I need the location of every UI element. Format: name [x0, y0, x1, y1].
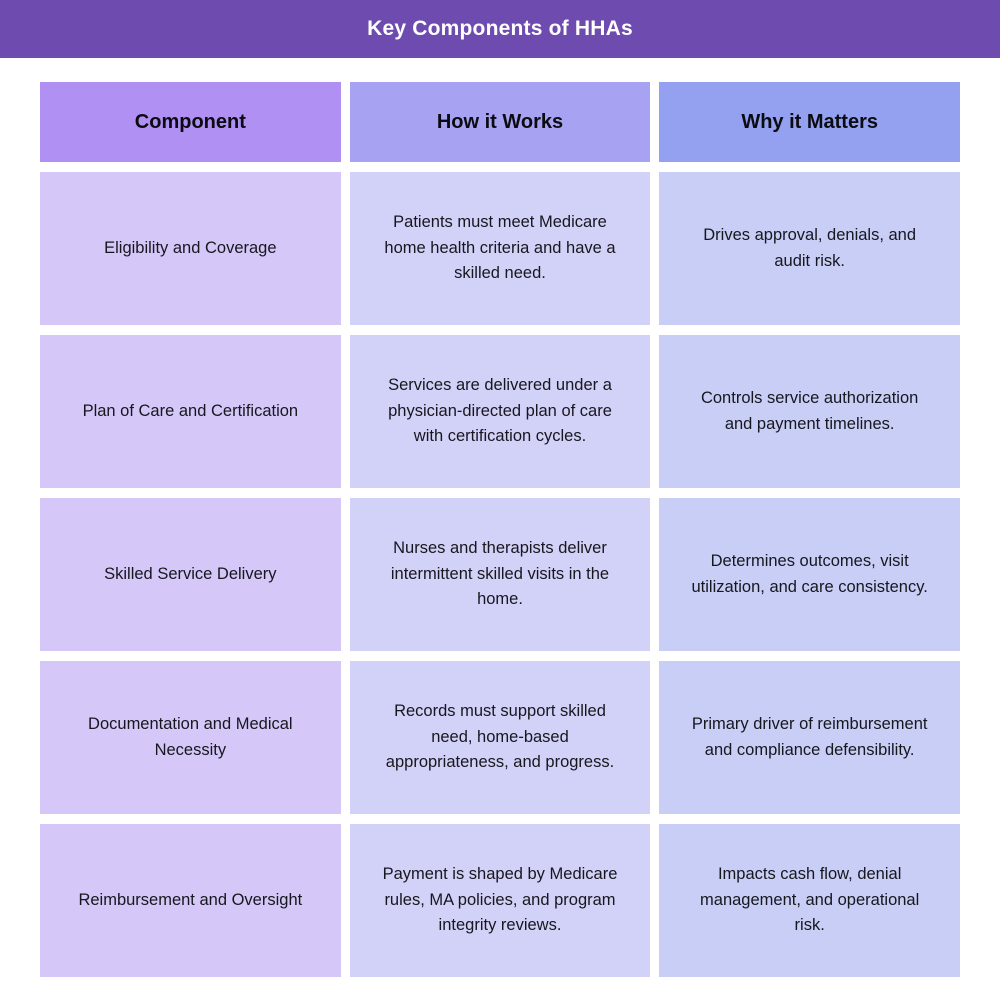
- cell-why-plan-of-care: Controls service authorization and payme…: [659, 335, 960, 488]
- cell-component-documentation: Documentation and Medical Necessity: [40, 661, 341, 814]
- column-header-why-it-matters: Why it Matters: [659, 82, 960, 162]
- cell-how-skilled-service: Nurses and therapists deliver intermitte…: [349, 498, 651, 651]
- title-bar: Key Components of HHAs: [0, 0, 1000, 58]
- cell-how-reimbursement: Payment is shaped by Medicare rules, MA …: [349, 824, 651, 977]
- column-header-how-it-works: How it Works: [349, 82, 651, 162]
- cell-why-documentation: Primary driver of reimbursement and comp…: [659, 661, 960, 814]
- cell-why-eligibility: Drives approval, denials, and audit risk…: [659, 172, 960, 325]
- cell-component-skilled-service: Skilled Service Delivery: [40, 498, 341, 651]
- cell-how-plan-of-care: Services are delivered under a physician…: [349, 335, 651, 488]
- cell-why-skilled-service: Determines outcomes, visit utilization, …: [659, 498, 960, 651]
- cell-why-reimbursement: Impacts cash flow, denial management, an…: [659, 824, 960, 977]
- page-title: Key Components of HHAs: [367, 17, 633, 40]
- cell-component-reimbursement: Reimbursement and Oversight: [40, 824, 341, 977]
- cell-how-documentation: Records must support skilled need, home-…: [349, 661, 651, 814]
- cell-component-eligibility: Eligibility and Coverage: [40, 172, 341, 325]
- cell-how-eligibility: Patients must meet Medicare home health …: [349, 172, 651, 325]
- cell-component-plan-of-care: Plan of Care and Certification: [40, 335, 341, 488]
- hha-components-table: Component How it Works Why it Matters El…: [40, 82, 960, 977]
- column-header-component: Component: [40, 82, 341, 162]
